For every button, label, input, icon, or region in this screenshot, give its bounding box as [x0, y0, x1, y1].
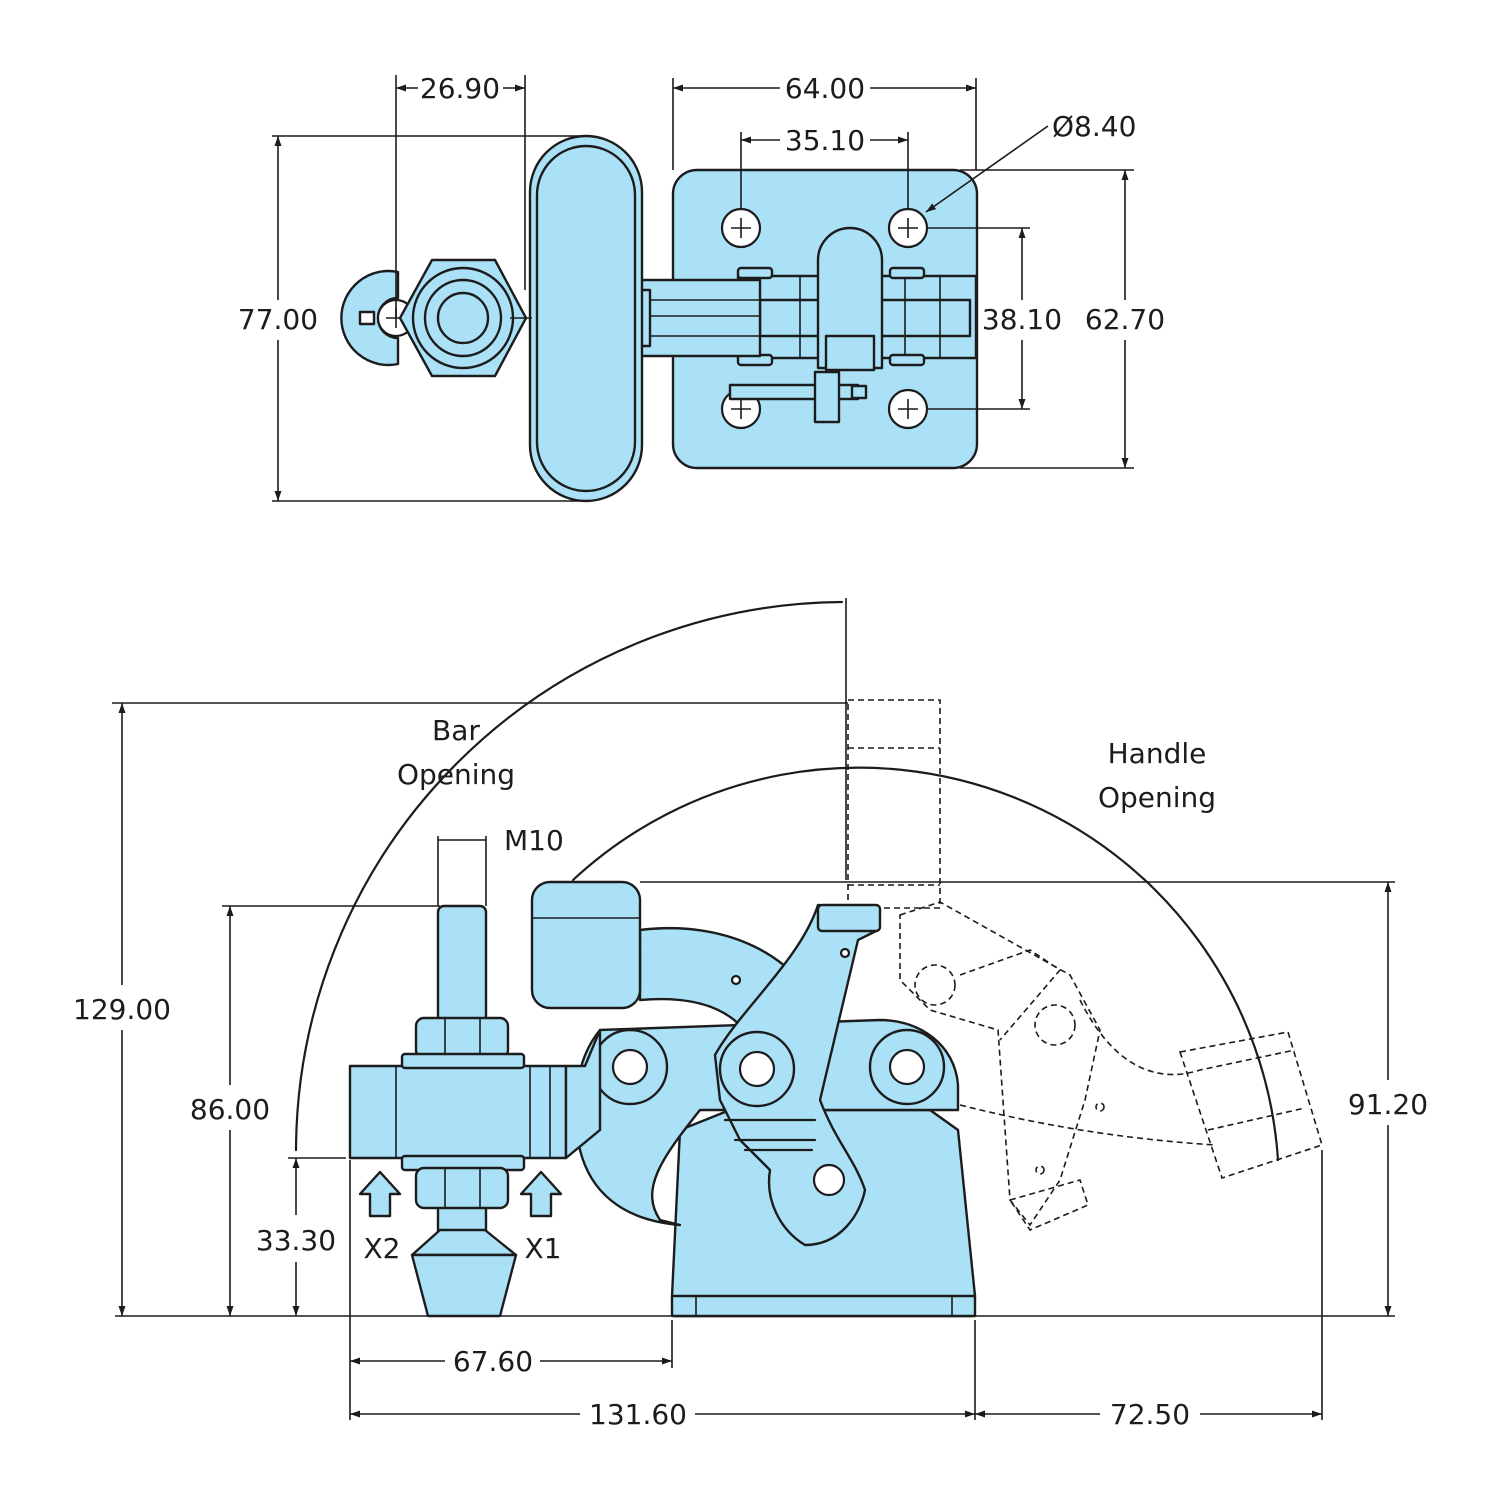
- washer-upper: [400, 1052, 526, 1070]
- spindle-pad-tip: [410, 1253, 518, 1318]
- latch-block: [813, 370, 841, 424]
- label-x1: X1: [525, 1232, 562, 1265]
- spindle-thread: [436, 904, 488, 1024]
- clamp-bar: [638, 278, 762, 358]
- dim-thread: M10: [504, 824, 564, 857]
- hex-nut-lower: [414, 1166, 510, 1210]
- dim-hole-spacing-x: 35.10: [785, 124, 865, 157]
- holder-arm: [564, 1028, 602, 1160]
- clamp-pad: [530, 880, 642, 1010]
- dim-bar-reach: 67.60: [453, 1345, 533, 1378]
- dim-handle-reach: 72.50: [1110, 1398, 1190, 1431]
- handle-top: [816, 226, 884, 370]
- dim-spindle-height: 86.00: [190, 1093, 270, 1126]
- dim-spindle-offset: 26.90: [420, 72, 500, 105]
- pivot-hole: [611, 1048, 649, 1086]
- force-arrow-x2: [358, 1170, 402, 1218]
- latch-tip: [850, 384, 868, 400]
- spindle-holder: [348, 1064, 568, 1160]
- handle-lever: [713, 903, 882, 1247]
- handle-stem: [824, 334, 876, 372]
- pivot-pin: [888, 353, 926, 367]
- dim-hole-spacing-y: 38.10: [982, 303, 1062, 336]
- side-view: X2 X1 Bar Opening Handle Opening M10 129…: [73, 598, 1428, 1431]
- handle-pin: [839, 947, 851, 959]
- dim-hole-diameter: Ø8.40: [1052, 110, 1136, 143]
- label-bar-opening-1: Bar: [432, 714, 480, 747]
- handle-tip: [816, 903, 882, 933]
- dim-overall-height: 129.00: [73, 993, 171, 1026]
- force-arrow-x1: [519, 1170, 563, 1218]
- label-x2: X2: [364, 1232, 401, 1265]
- base-foot: [670, 1294, 977, 1318]
- pivot-hole: [888, 1048, 926, 1086]
- top-view: 26.90 64.00 35.10 Ø8.40 77.00 38.10 62.7…: [238, 72, 1165, 503]
- open-position-phantom: [847, 699, 1323, 1231]
- hex-nut-upper: [414, 1016, 510, 1060]
- dim-handle-height: 91.20: [1348, 1088, 1428, 1121]
- label-handle-opening-2: Opening: [1098, 781, 1216, 814]
- dim-overall-height-top: 77.00: [238, 303, 318, 336]
- label-bar-opening-2: Opening: [397, 758, 515, 791]
- pivot-pin: [888, 266, 926, 280]
- dim-base-height: 62.70: [1085, 303, 1165, 336]
- bar-oval-inner: [535, 144, 637, 493]
- spindle-end: [436, 291, 490, 345]
- pivot-pin: [736, 266, 774, 280]
- latch-hook: [812, 1163, 846, 1197]
- dim-width-overall: 64.00: [785, 72, 865, 105]
- arm-pin: [730, 974, 742, 986]
- dim-bar-height: 33.30: [256, 1224, 336, 1257]
- pivot-hole: [738, 1050, 776, 1088]
- label-handle-opening-1: Handle: [1108, 737, 1207, 770]
- dim-overall-length: 131.60: [589, 1398, 687, 1431]
- spindle-pad: [410, 1228, 518, 1257]
